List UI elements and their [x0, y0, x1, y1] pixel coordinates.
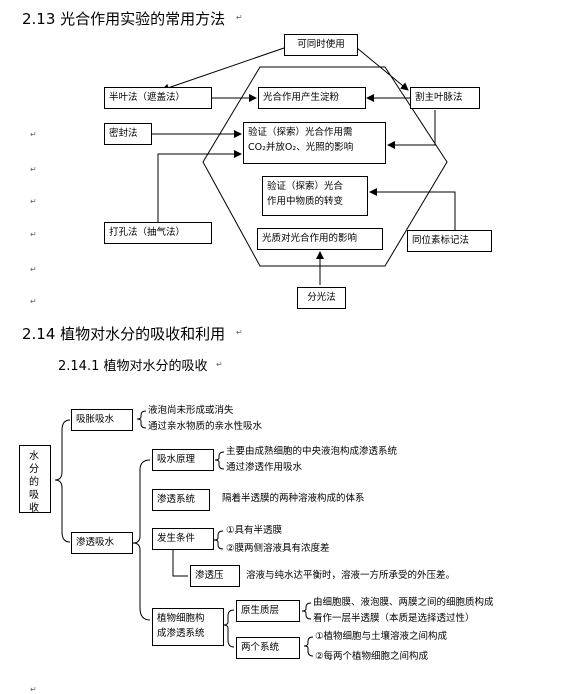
osmotic-system-box: 渗透系统 [152, 489, 210, 511]
principle-point-1: 主要由成熟细胞的中央液泡构成渗透系统 [226, 446, 398, 457]
paragraph-mark: ↵ [30, 130, 37, 139]
protoplast-point-2: 看作一层半透膜（本质是选择透过性） [313, 613, 475, 624]
two-systems-point-1: ①植物细胞与土壤溶液之间构成 [315, 631, 448, 642]
section-2-13-title: 2.13 光合作用实验的常用方法 [22, 10, 226, 28]
imbibition-box: 吸胀吸水 [71, 409, 133, 431]
paragraph-mark: ↵ [30, 265, 37, 274]
osmotic-absorption-box: 渗透吸水 [71, 532, 133, 554]
verify-flow-line-2: 作用中物质的转变 [267, 196, 344, 207]
simultaneous-use-box: 可同时使用 [284, 34, 358, 56]
protoplast-layer-box: 原生质层 [236, 600, 300, 622]
paragraph-mark: ↵ [30, 197, 37, 206]
imbibition-point-2: 通过亲水物质的亲水性吸水 [148, 421, 263, 432]
plant-cell-osmotic-system-box: 植物细胞构 成渗透系统 [152, 608, 224, 646]
condition-1: ①具有半透膜 [226, 525, 283, 536]
sealing-method-box: 密封法 [104, 123, 152, 145]
paragraph-mark: ↵ [30, 165, 37, 174]
paragraph-mark: ↵ [216, 360, 223, 369]
spectrophotometry-box: 分光法 [297, 287, 346, 309]
punch-method-box: 打孔法（抽气法） [104, 222, 212, 244]
two-systems-point-2: ②每两个植物细胞之间构成 [315, 651, 429, 662]
plant-cell-line-2: 成渗透系统 [157, 628, 205, 639]
verify-co2-light-box: 验证（探索）光合作用需 CO₂并放O₂、光照的影响 [243, 122, 386, 164]
two-systems-box: 两个系统 [236, 637, 300, 659]
protoplast-point-1: 由细胞膜、液泡膜、两膜之间的细胞质构成 [313, 597, 494, 608]
starch-production-box: 光合作用产生淀粉 [258, 87, 366, 109]
osmotic-pressure-description: 溶液与纯水达平衡时，溶液一方所承受的外压差。 [246, 570, 456, 581]
verify-material-flow-box: 验证（探索）光合 作用中物质的转变 [262, 176, 368, 216]
condition-2: ②膜两侧溶液具有浓度差 [226, 543, 330, 554]
absorption-principle-box: 吸水原理 [152, 449, 214, 471]
water-absorption-root-box: 水分的吸收 [19, 445, 51, 514]
osmotic-system-description: 隔着半透膜的两种溶液构成的体系 [222, 493, 365, 504]
osmotic-pressure-box: 渗透压 [190, 565, 240, 587]
verify-co2-line-1: 验证（探索）光合作用需 [248, 127, 353, 138]
isotope-labeling-box: 同位素标记法 [407, 230, 492, 252]
paragraph-mark: ↵ [30, 685, 37, 694]
paragraph-mark: ↵ [236, 13, 243, 22]
half-leaf-method-box: 半叶法（遮盖法） [104, 87, 212, 109]
imbibition-point-1: 液泡尚未形成或消失 [148, 405, 234, 416]
verify-flow-line-1: 验证（探索）光合 [267, 181, 344, 192]
plant-cell-line-1: 植物细胞构 [157, 613, 205, 624]
paragraph-mark: ↵ [30, 230, 37, 239]
section-2-14-title: 2.14 植物对水分的吸收和利用 [22, 325, 226, 343]
principle-point-2: 通过渗透作用吸水 [226, 462, 303, 473]
paragraph-mark: ↵ [30, 297, 37, 306]
paragraph-mark: ↵ [236, 328, 243, 337]
conditions-box: 发生条件 [152, 528, 214, 550]
cut-vein-method-box: 割主叶脉法 [410, 87, 480, 109]
verify-co2-line-2: CO₂并放O₂、光照的影响 [248, 142, 354, 153]
section-2-14-1-title: 2.14.1 植物对水分的吸收 [58, 359, 208, 374]
light-quality-box: 光质对光合作用的影响 [257, 228, 383, 250]
